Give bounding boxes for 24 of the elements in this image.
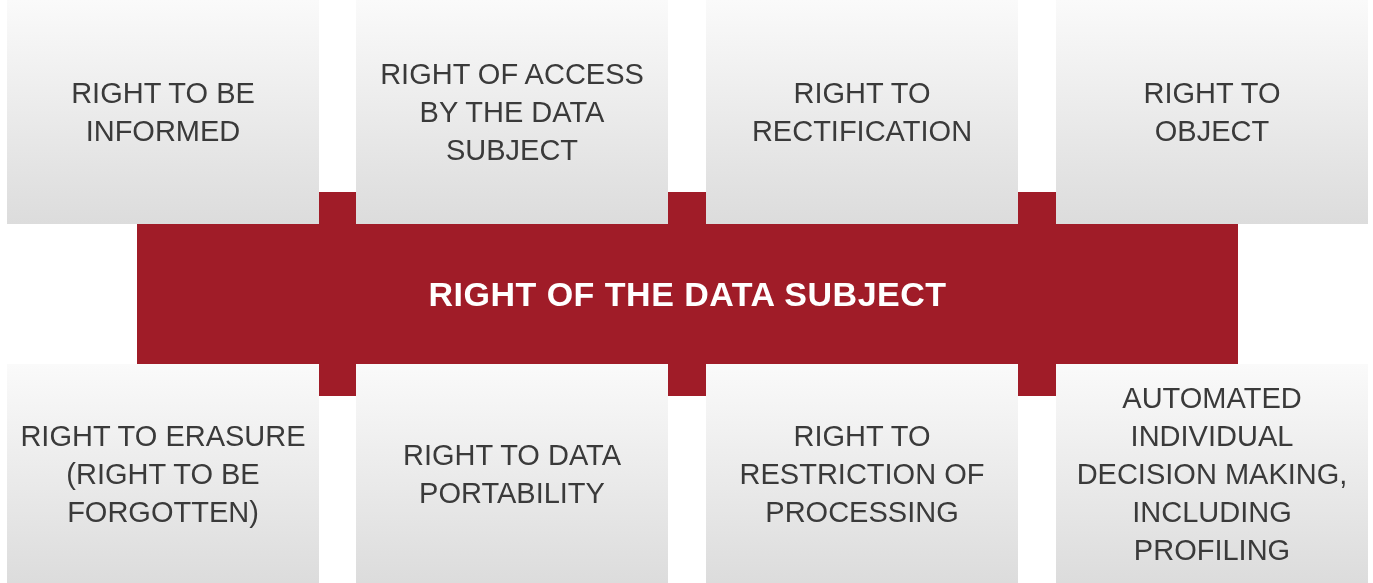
right-card (706, 364, 1018, 583)
right-label: RIGHT TO BE INFORMED (70, 76, 256, 149)
right-card (356, 364, 668, 583)
connector-block (1018, 364, 1056, 396)
connector-block (668, 364, 706, 396)
connector-block (318, 192, 356, 224)
center-banner (137, 224, 1238, 364)
right-card (7, 364, 319, 583)
right-label: RIGHT TO RESTRICTION OF PROCESSING (738, 418, 986, 530)
right-card (1056, 364, 1368, 583)
right-label: AUTOMATED INDIVIDUAL DECISION MAKING, INCLUDING PROFILING (1075, 380, 1349, 568)
right-card (1056, 0, 1368, 224)
right-label: RIGHT TO OBJECT (1142, 76, 1282, 149)
right-card (706, 0, 1018, 224)
banner-title: RIGHT OF THE DATA SUBJECT (428, 274, 947, 314)
connector-block (318, 364, 356, 396)
connector-block (668, 192, 706, 224)
right-label: RIGHT OF ACCESS BY THE DATA SUBJECT (379, 57, 645, 168)
right-card (7, 0, 319, 224)
right-label: RIGHT TO ERASURE (RIGHT TO BE FORGOTTEN) (19, 418, 307, 530)
connector-block (1018, 192, 1056, 224)
right-card (356, 0, 668, 224)
right-label: RIGHT TO RECTIFICATION (750, 76, 974, 149)
right-label: RIGHT TO DATA PORTABILITY (401, 437, 623, 511)
